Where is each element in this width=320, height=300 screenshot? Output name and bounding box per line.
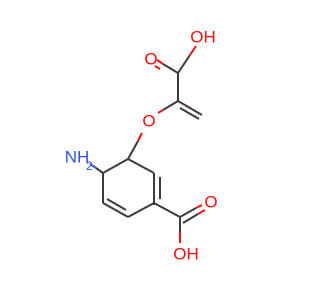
ring-bond-1 xyxy=(127,158,155,174)
bond-co-bottom-a xyxy=(179,207,197,218)
bond-c-oh-top xyxy=(177,54,191,74)
bond-co-bottom-b-red xyxy=(197,209,206,215)
molecule-diagram: OH O O NH 2 O OH xyxy=(65,27,218,263)
bond-alpha-ch2-a xyxy=(177,100,203,116)
ring-bond-4-double xyxy=(106,198,127,211)
bond-ring-n-blue xyxy=(89,163,97,169)
bond-o-ring xyxy=(127,140,139,160)
atom-label-oh-bottom: OH xyxy=(173,244,199,263)
bond-ring-cooh xyxy=(153,202,181,218)
bond-alpha-ch2-b xyxy=(179,107,200,120)
atom-label-ether-o: O xyxy=(142,111,155,130)
structure-canvas: OH O O NH 2 O OH xyxy=(65,27,218,263)
bond-ring-n xyxy=(95,167,104,174)
atom-label-amine: NH xyxy=(65,147,90,166)
bond-co-double-top-a xyxy=(156,59,164,65)
bond-co-bottom-b xyxy=(182,213,199,224)
bond-co-double-top-b xyxy=(154,65,161,70)
ring-bond-6 xyxy=(102,158,129,174)
ring-bond-3 xyxy=(127,202,155,218)
atom-label-o-top: O xyxy=(144,49,157,68)
bond-co-bottom-a-red xyxy=(195,204,203,209)
bond-oh-top xyxy=(189,45,197,56)
bond-alpha-o xyxy=(162,100,179,111)
atom-label-o-bottom: O xyxy=(204,192,217,211)
bond-o-ring-red xyxy=(137,132,143,142)
bond-c-acid-top xyxy=(162,63,179,74)
bond-alpha-o-red xyxy=(157,109,164,114)
atom-label-oh-top: OH xyxy=(190,27,216,46)
atom-label-amine-sub: 2 xyxy=(86,159,93,173)
ring-bond-4 xyxy=(102,202,129,218)
